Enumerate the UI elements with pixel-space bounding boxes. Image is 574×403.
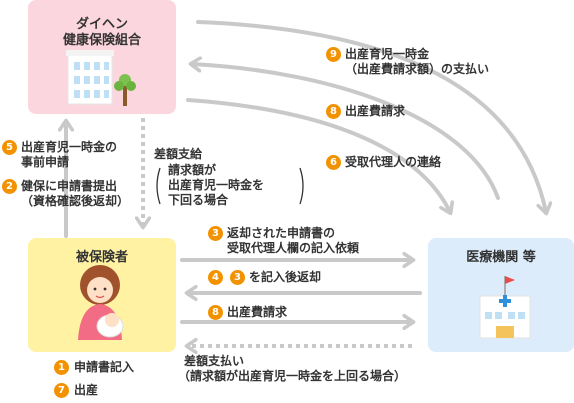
step-6-badge: 6 — [326, 155, 341, 170]
step-4-ref-badge: 3 — [230, 270, 245, 285]
step-4-label: を記入後返却 — [249, 270, 322, 284]
hospital-title: 医療機関 等 — [466, 250, 536, 265]
step-2-badge: 2 — [2, 179, 17, 194]
step-9-label-line1: 出産育児一時金 — [345, 47, 430, 61]
step-5-badge: 5 — [2, 140, 17, 155]
step-6-label: 受取代理人の連絡 — [345, 155, 442, 169]
diff-payment-insurer-line1: 請求額が — [168, 163, 217, 177]
diff-payment-insurer-title: 差額支給 — [154, 147, 203, 161]
mother-baby-icon — [78, 265, 124, 340]
step-3-badge: 3 — [208, 226, 223, 241]
arrow-9 — [196, 20, 546, 212]
tree-icon — [114, 74, 136, 106]
diff-payment-insurer-line3: 下回る場合 — [168, 193, 229, 207]
diff-payment-hospital-line2: （請求額が出産育児一時金を上回る場合） — [178, 369, 407, 383]
arrow-8-upper — [192, 64, 500, 200]
insurer-title-line1: ダイヘン — [75, 17, 128, 32]
step-5-label-line1: 出産育児一時金の — [21, 140, 118, 154]
diff-payment-insurer-line2: 出産育児一時金を — [168, 178, 265, 192]
step-8-upper-label: 出産費請求 — [345, 104, 406, 118]
step-8-upper-badge: 8 — [326, 104, 341, 119]
step-9-label-line2: （出産費請求額）の支払い — [345, 62, 490, 76]
step-3-label-line2: 受取代理人欄の記入依頼 — [227, 241, 360, 255]
paren-left — [156, 167, 161, 205]
step-8-lower-label: 出産費請求 — [227, 305, 288, 319]
step-7-badge: 7 — [54, 383, 69, 398]
diff-payment-hospital-line1: 差額支払い — [184, 354, 245, 368]
step-7-label: 出産 — [74, 383, 99, 397]
step-2-label-line1: 健保に申請書提出 — [21, 179, 118, 193]
office-building-icon — [66, 50, 114, 105]
step-8-lower-badge: 8 — [208, 305, 223, 320]
step-5-label-line2: 事前申請 — [21, 155, 70, 169]
step-1-label: 申請書記入 — [74, 360, 135, 374]
step-2-label-line2: （資格確認後返却） — [21, 194, 130, 208]
step-9-badge: 9 — [326, 47, 341, 62]
hospital-building-icon — [479, 276, 531, 339]
insurer-title-line2: 健康保険組合 — [62, 33, 141, 48]
arrow-6 — [186, 98, 450, 212]
paren-right — [299, 167, 304, 205]
insured-title: 被保険者 — [75, 250, 128, 265]
step-3-label-line1: 返却された申請書の — [227, 226, 336, 240]
step-1-badge: 1 — [54, 360, 69, 375]
step-4-badge: 4 — [208, 270, 223, 285]
